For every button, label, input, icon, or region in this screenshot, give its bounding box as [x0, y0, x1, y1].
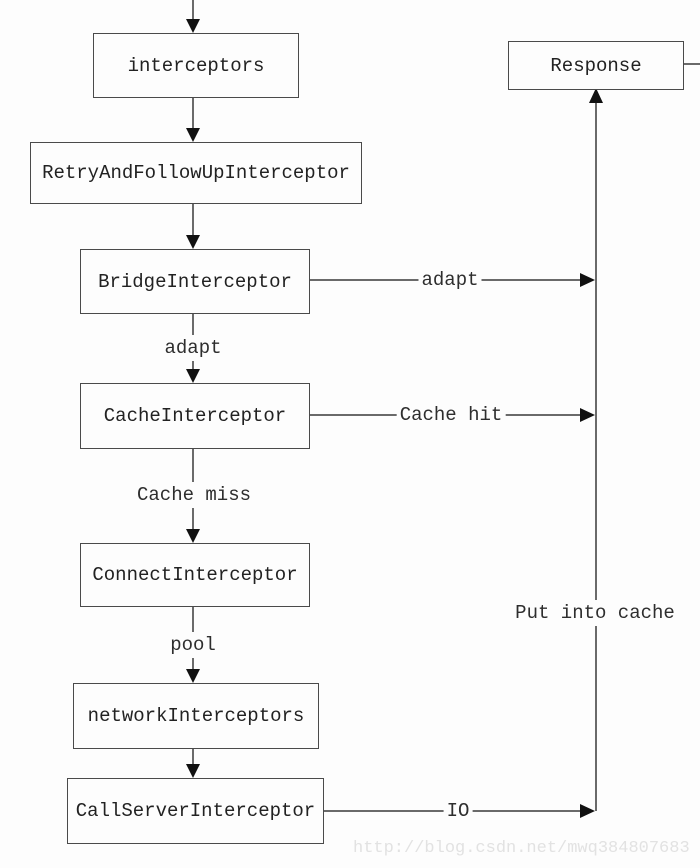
node-bridge-label: BridgeInterceptor	[98, 270, 292, 293]
node-callserver-label: CallServerInterceptor	[75, 800, 316, 822]
node-call-server-interceptor: CallServerInterceptor	[67, 778, 324, 844]
node-interceptors: interceptors	[93, 33, 299, 98]
edge-label-cache-hit: Cache hit	[396, 402, 506, 428]
node-cache-interceptor: CacheInterceptor	[80, 383, 310, 449]
arrowhead-up-into-response-icon	[589, 88, 603, 103]
arrowhead-down-into-retry-icon	[186, 128, 200, 142]
node-response-label: Response	[550, 54, 642, 77]
arrowhead-down-into-cache-icon	[186, 369, 200, 383]
arrowhead-down-into-callserver-icon	[186, 764, 200, 778]
node-retry-label: RetryAndFollowUpInterceptor	[42, 162, 350, 184]
edge-label-put-into-cache: Put into cache	[512, 600, 678, 626]
edge-label-pool: pool	[167, 632, 219, 658]
arrowhead-right-io-icon	[580, 804, 595, 818]
edge-label-adapt-right: adapt	[418, 267, 482, 293]
node-response: Response	[508, 41, 684, 90]
node-connect-label: ConnectInterceptor	[92, 564, 298, 586]
edge-label-cache-miss: Cache miss	[133, 482, 255, 508]
node-network-interceptors: networkInterceptors	[73, 683, 319, 749]
arrowhead-right-cache-hit-icon	[580, 408, 595, 422]
node-network-label: networkInterceptors	[87, 705, 305, 727]
arrowhead-down-into-connect-icon	[186, 529, 200, 543]
edge-label-io: IO	[443, 798, 473, 824]
node-cache-label: CacheInterceptor	[103, 405, 287, 427]
node-interceptors-label: interceptors	[127, 54, 265, 77]
arrowhead-down-into-network-icon	[186, 669, 200, 683]
node-retry-and-follow-up-interceptor: RetryAndFollowUpInterceptor	[30, 142, 362, 204]
arrowhead-right-adapt-icon	[580, 273, 595, 287]
node-connect-interceptor: ConnectInterceptor	[80, 543, 310, 607]
watermark-url: http://blog.csdn.net/mwq384807683	[353, 839, 690, 858]
arrowhead-down-into-bridge-icon	[186, 235, 200, 249]
edge-label-adapt-down: adapt	[161, 335, 225, 361]
arrowhead-down-into-interceptors-icon	[186, 19, 200, 33]
node-bridge-interceptor: BridgeInterceptor	[80, 249, 310, 314]
